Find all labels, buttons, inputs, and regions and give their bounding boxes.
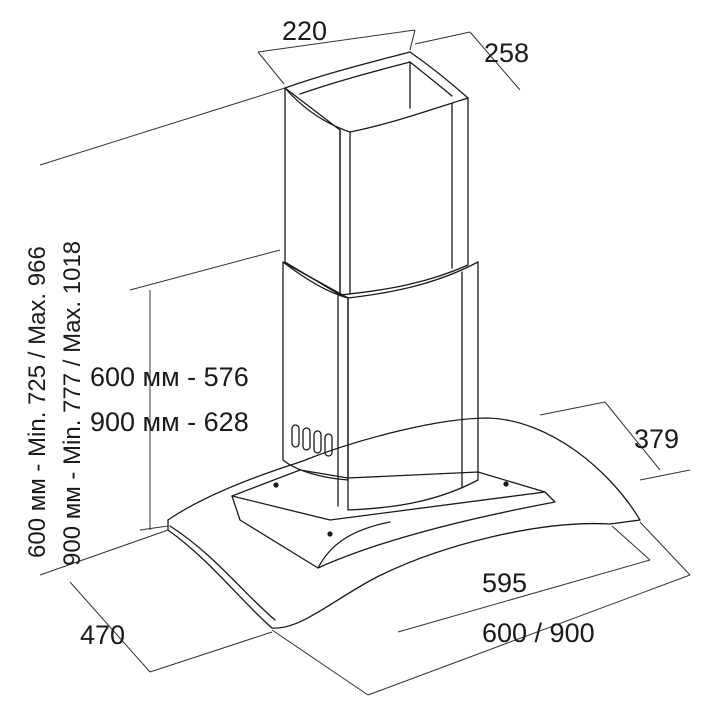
vent-slots (291, 424, 333, 457)
upper-chimney-top-back (284, 51, 469, 99)
dim-line-258 (414, 31, 471, 45)
base-front-lower-edge (231, 491, 556, 569)
dim-line-595 (397, 559, 651, 633)
canopy-front-inner-edge (169, 525, 276, 621)
label-glass-width: 595 (482, 568, 527, 598)
vent-slot (291, 424, 300, 448)
chimney-upper (284, 51, 469, 296)
dim-line-220 (257, 29, 416, 53)
dim-line-470 (69, 581, 151, 673)
canopy-back-edge (299, 417, 641, 521)
upper-chimney-front (339, 97, 469, 296)
upper-chimney-inner-2 (409, 61, 453, 97)
ext-line (39, 529, 169, 576)
label-total-height-900: 900 мм - Min. 777 / Max. 1018 (59, 241, 86, 566)
base-front-curve (317, 521, 391, 569)
dimension-lines (39, 29, 691, 696)
ext-line (149, 631, 273, 673)
vent-slot (302, 427, 311, 451)
upper-chimney-top-front (284, 87, 469, 133)
label-lower-height-900: 900 мм - 628 (90, 407, 249, 437)
ext-line (611, 525, 651, 561)
screw-hole (327, 531, 333, 537)
glass-canopy (167, 417, 641, 629)
label-chimney-width: 220 (282, 16, 327, 46)
steel-base (231, 469, 556, 569)
chimney-lower (282, 261, 479, 511)
base-top-face (231, 469, 546, 521)
ext-line (539, 401, 606, 416)
ext-line (639, 469, 691, 481)
ext-line (139, 525, 169, 531)
ext-line (39, 87, 286, 166)
canopy-left-top-edge (167, 461, 301, 521)
label-hood-depth: 470 (80, 620, 125, 650)
canopy-right-edge (609, 519, 641, 525)
ext-line (409, 29, 416, 51)
vent-slot (313, 430, 322, 454)
label-hood-width: 600 / 900 (482, 618, 595, 648)
lower-chimney-top (282, 261, 479, 299)
vent-slot (324, 433, 333, 457)
canopy-front-edge (167, 519, 611, 629)
lower-chimney-front (347, 261, 479, 511)
ext-line (271, 629, 369, 696)
upper-chimney-inner-1 (299, 61, 411, 109)
ext-line (469, 31, 521, 91)
ext-line (129, 249, 281, 291)
dim-line-600-900 (367, 574, 691, 696)
dim-line-379 (604, 401, 661, 471)
label-canopy-depth: 379 (634, 424, 679, 454)
label-total-height-600: 600 мм - Min. 725 / Max. 966 (24, 246, 51, 558)
screw-hole (503, 481, 509, 487)
ext-line (639, 521, 691, 576)
screw-hole (273, 482, 279, 488)
upper-chimney-left (284, 87, 341, 296)
label-chimney-depth: 258 (484, 38, 529, 68)
label-lower-height-600: 600 мм - 576 (90, 362, 249, 392)
ext-line (257, 51, 285, 85)
